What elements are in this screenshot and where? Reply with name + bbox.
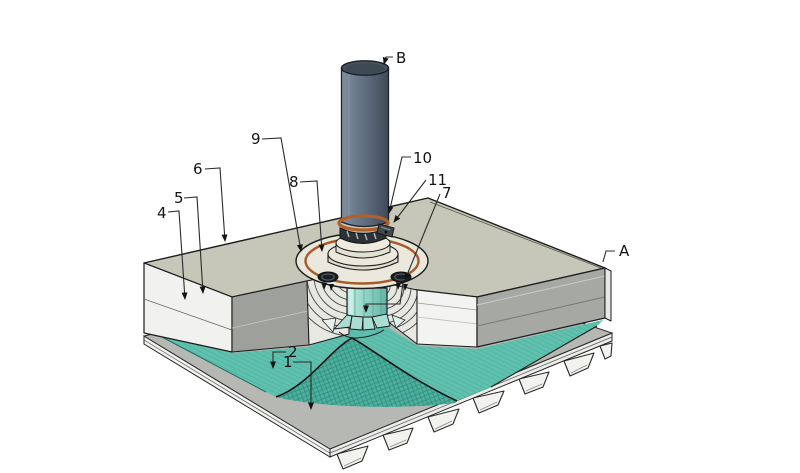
- label-4: 4: [157, 204, 167, 222]
- label-1: 1: [283, 353, 293, 371]
- cut-membrane-right: [391, 314, 406, 329]
- label-11: 11: [428, 171, 447, 189]
- corrugated-flute: [563, 352, 595, 377]
- label-9: 9: [251, 130, 261, 148]
- corrugated-flute: [472, 390, 505, 414]
- leader-line-7b: [363, 282, 404, 313]
- gasket-ring: [337, 214, 390, 232]
- label-7: 7: [442, 184, 452, 202]
- label-A: A: [619, 242, 630, 260]
- corrugated-flute: [599, 342, 613, 360]
- leader-line-9: [261, 137, 303, 252]
- leader-line-6: [204, 167, 228, 242]
- leader-line-4: [167, 210, 188, 300]
- corrugated-flute: [427, 408, 460, 433]
- leader-line-7: [404, 193, 441, 281]
- label-8: 8: [289, 173, 299, 191]
- notch-face-right: [416, 289, 478, 348]
- leader-line-11: [393, 179, 427, 223]
- clamp-band: [339, 223, 395, 244]
- label-2: 2: [288, 343, 298, 361]
- corrugated-flute: [336, 445, 369, 470]
- leader-line-5: [183, 196, 206, 294]
- membrane-front-right-edge: [490, 325, 598, 388]
- leader-line-8: [299, 180, 325, 252]
- corner-edge-strip: [604, 267, 612, 322]
- corrugated-flute: [518, 371, 550, 395]
- boot-flare: [333, 313, 391, 331]
- label-B: B: [396, 49, 406, 67]
- leader-line-A: [602, 250, 615, 263]
- label-6: 6: [193, 160, 203, 178]
- membrane-front-left-edge: [161, 336, 267, 393]
- deck-flutes: [336, 342, 613, 470]
- leader-line-1: [293, 361, 314, 410]
- corrugated-flute: [382, 427, 414, 451]
- figure-labels: 4 5 6 9 8 10 11 7 A B 1 2: [157, 49, 630, 371]
- label-10: 10: [413, 149, 432, 167]
- label-5: 5: [174, 189, 184, 207]
- flange-fastener-left: [317, 271, 339, 291]
- gasket-and-clamp: [337, 214, 395, 244]
- membrane-mound: [275, 329, 458, 407]
- cut-membrane-left: [321, 317, 337, 333]
- leader-lines: [167, 56, 615, 410]
- leader-line-10: [387, 156, 411, 214]
- leader-line-2: [270, 351, 286, 369]
- leader-line-B: [382, 56, 393, 65]
- pipe: [340, 60, 390, 228]
